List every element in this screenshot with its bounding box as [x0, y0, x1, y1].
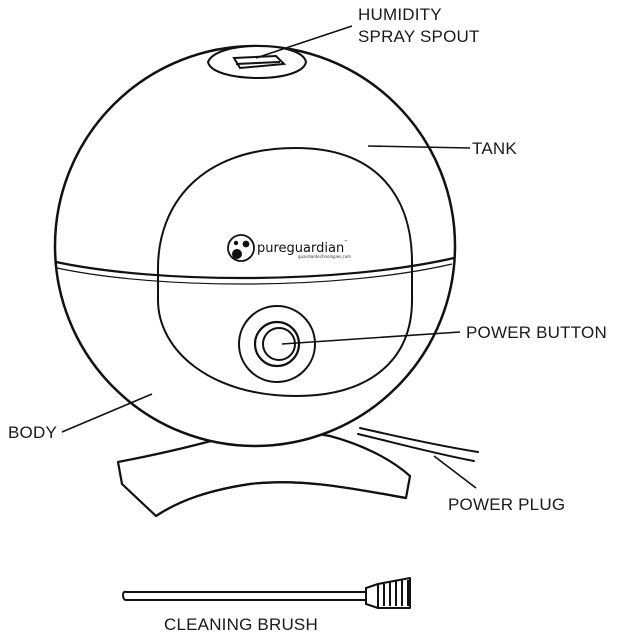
brand-name: pureguardian	[257, 241, 344, 256]
spray-spout	[206, 44, 308, 80]
leader-lines	[61, 25, 477, 489]
humidifier-body	[53, 44, 457, 448]
label-cleaning-brush: CLEANING BRUSH	[164, 615, 318, 634]
label-spout-line2: SPRAY SPOUT	[358, 27, 480, 46]
label-spout-line1: HUMIDITY	[358, 5, 442, 24]
power-cord	[357, 427, 479, 462]
brand-url: guardiantechnologies.com	[298, 254, 351, 259]
label-power-plug: POWER PLUG	[448, 495, 565, 514]
label-power-button: POWER BUTTON	[466, 323, 607, 342]
power-button-graphic	[238, 305, 316, 383]
label-body: BODY	[8, 423, 57, 442]
cleaning-brush	[122, 577, 411, 609]
tank-seam	[55, 256, 455, 280]
label-tank: TANK	[472, 139, 517, 158]
brand-tm: ™	[344, 239, 348, 244]
front-panel	[157, 146, 413, 398]
brand-logo: pureguardian ™ guardiantechnologies.com	[227, 234, 351, 262]
